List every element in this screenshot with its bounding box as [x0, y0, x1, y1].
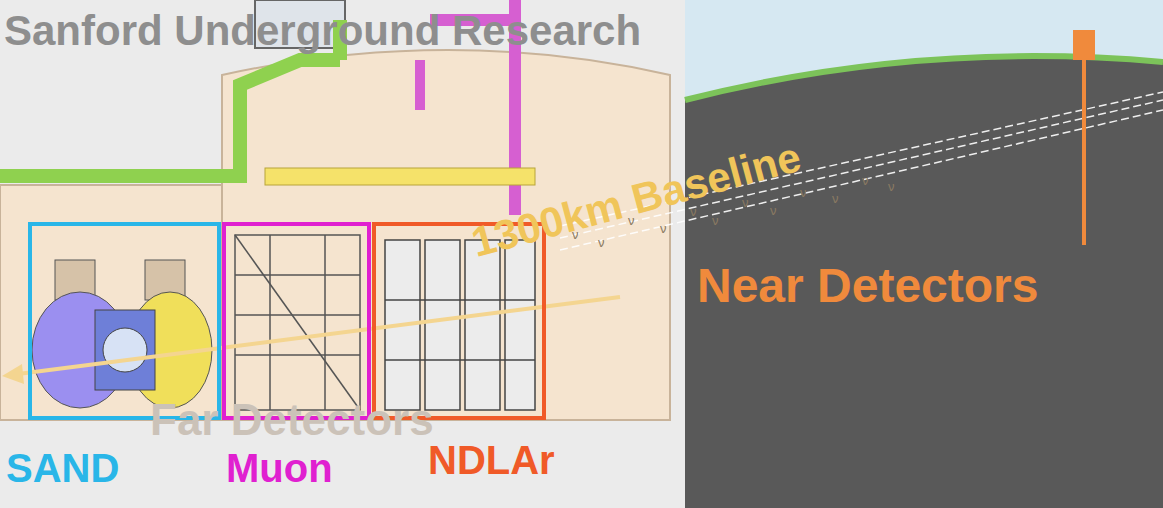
neutrino-symbol: ν [572, 228, 579, 241]
neutrino-symbol: ν [598, 236, 605, 249]
neutrino-symbol: ν [770, 204, 777, 217]
neutrino-symbol: ν [800, 186, 807, 199]
neutrino-symbol: ν [888, 180, 895, 193]
neutrino-symbol: ν [742, 196, 749, 209]
detector-name: Muon [226, 448, 333, 488]
neutrino-symbol: ν [832, 192, 839, 205]
detector-box: Muon [222, 222, 371, 420]
detector-name: NDLAr [428, 440, 555, 480]
neutrino-symbol: ν [862, 174, 869, 187]
watermark: Far Detectors [150, 398, 434, 442]
neutrino-symbol: ν [712, 214, 719, 227]
site-name: Sanford Underground Research [4, 10, 641, 52]
neutrino-symbol: ν [690, 205, 697, 218]
location-label: Near Detectors [697, 262, 1038, 310]
detector-name: SAND [6, 448, 119, 488]
neutrino-symbol: ν [660, 222, 667, 235]
neutrino-symbol: ν [628, 214, 635, 227]
detector-box: SAND [28, 222, 221, 420]
